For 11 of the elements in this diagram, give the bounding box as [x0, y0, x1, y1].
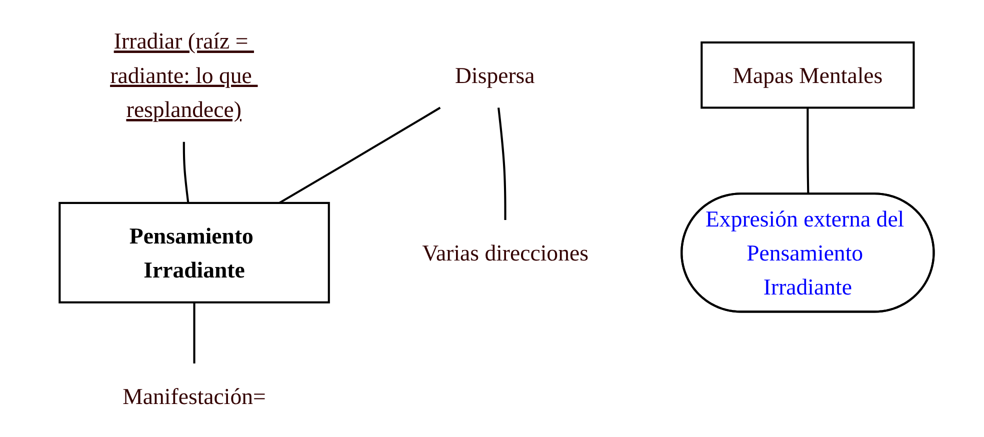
node-text: Irradiar (raíz = radiante: lo que resplandece) — [110, 28, 252, 122]
connector — [183, 142, 190, 204]
connector — [807, 108, 810, 194]
node-box: Pensamiento Irradiante — [59, 202, 330, 304]
connector — [279, 106, 442, 204]
connector — [194, 302, 196, 364]
node-box: Mapas Mentales — [701, 41, 916, 109]
node-text: Manifestación= — [123, 383, 266, 410]
node-text: Varias direcciones — [422, 240, 589, 266]
connector — [498, 108, 507, 220]
node-text: Dispersa — [456, 62, 536, 88]
